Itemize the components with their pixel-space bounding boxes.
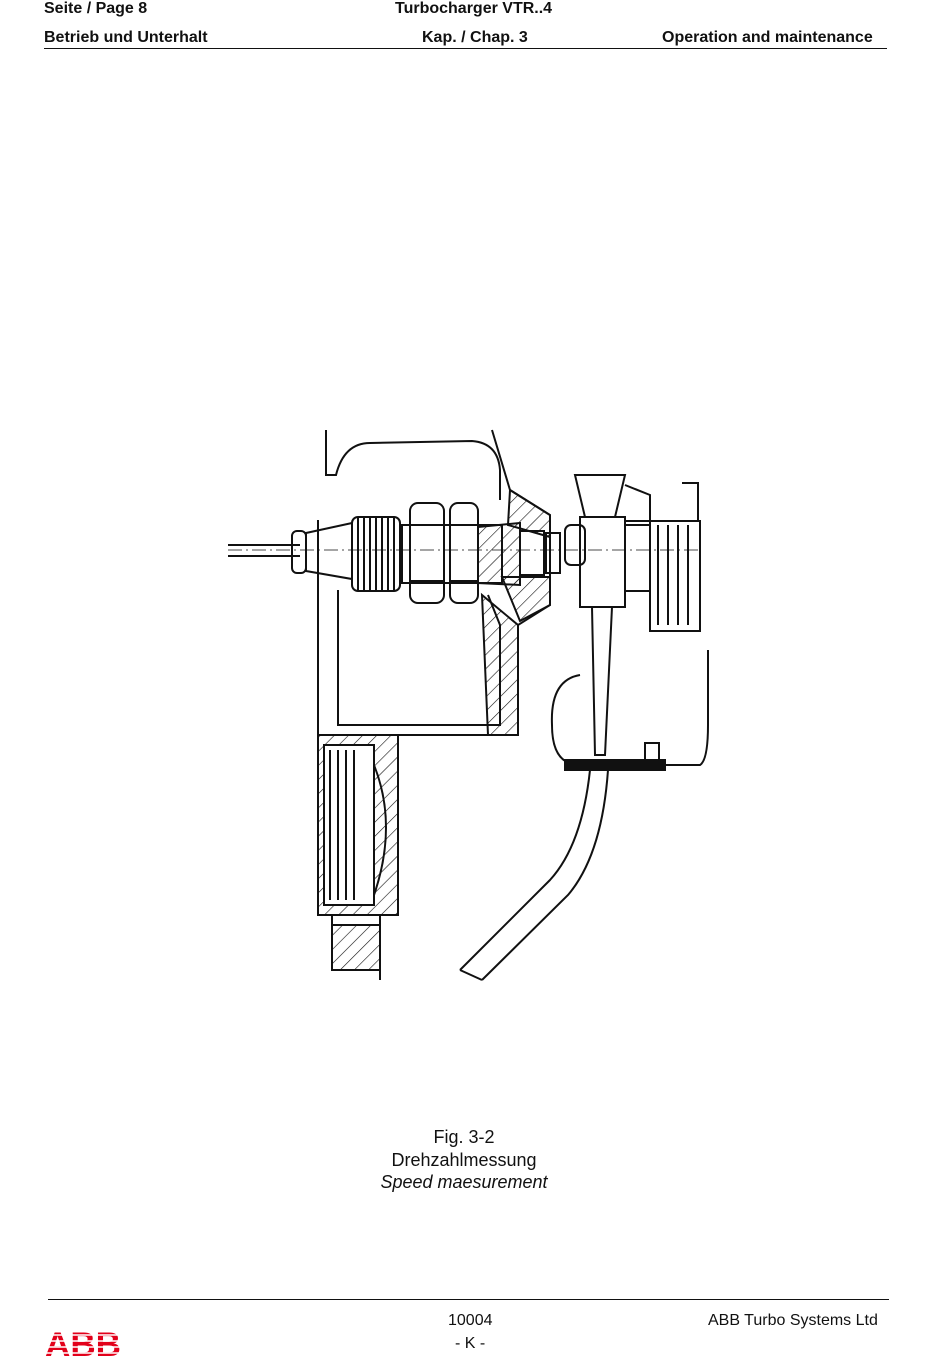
sensor-head <box>564 474 701 632</box>
header-rule <box>44 48 887 49</box>
product-name: Turbocharger VTR..4 <box>395 0 553 17</box>
casing-wall <box>317 429 551 736</box>
cable-sleeve <box>291 521 353 581</box>
section-title-en: Operation and maintenance <box>662 29 873 46</box>
lower-flange <box>317 734 399 980</box>
section-title-de: Betrieb und Unterhalt <box>44 29 208 46</box>
abb-logo: ABB <box>45 1327 123 1359</box>
svg-text:ABB: ABB <box>45 1327 121 1359</box>
speed-measurement-drawing <box>228 429 709 981</box>
cable <box>228 544 700 557</box>
knurled-nut <box>351 516 401 592</box>
document-number: 10004 <box>448 1312 493 1329</box>
figure-title-en: Speed maesurement <box>380 1172 548 1192</box>
threaded-bush <box>477 521 561 587</box>
company-name: ABB Turbo Systems Ltd <box>708 1312 878 1329</box>
figure-title-de: Drehzahlmessung <box>391 1150 537 1170</box>
page-number: Seite / Page 8 <box>44 0 148 17</box>
chapter-label: Kap. / Chap. 3 <box>422 29 528 46</box>
support-bracket <box>550 606 709 771</box>
drain-pipe <box>459 769 609 981</box>
document-code: - K - <box>455 1335 486 1352</box>
footer-rule <box>48 1299 889 1300</box>
figure-number: Fig. 3-2 <box>433 1127 495 1147</box>
